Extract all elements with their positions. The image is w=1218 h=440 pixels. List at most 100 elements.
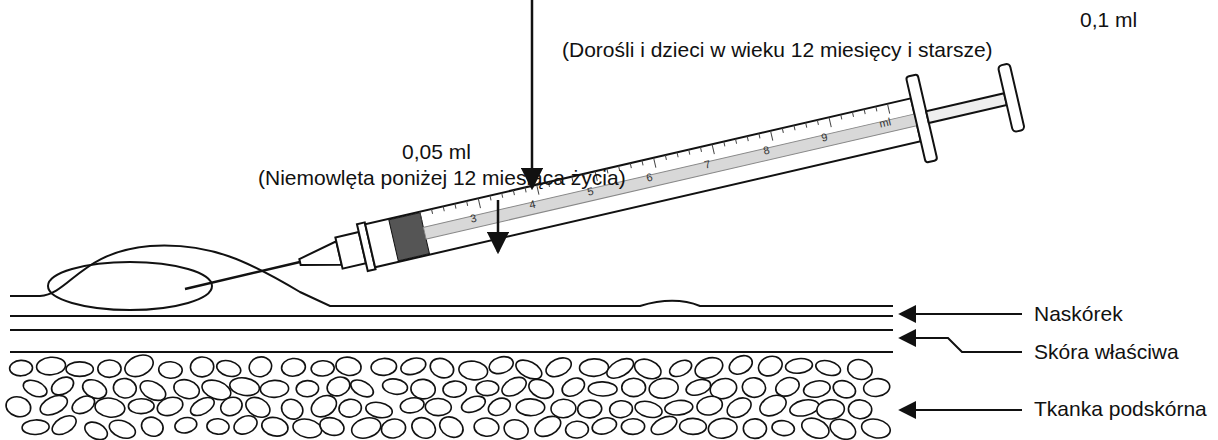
fat-cell [190,356,214,377]
fat-cell [648,413,679,439]
fat-cell [247,354,274,379]
fat-cell [442,380,467,398]
fat-cell [622,378,646,396]
scale-tick [431,209,432,214]
fat-cell [381,377,408,396]
fat-cell [155,394,185,418]
fat-cell [577,399,602,418]
needle [185,262,300,289]
fat-cell [9,360,33,377]
scale-tick [700,147,701,152]
dermis-line [10,329,893,331]
fat-cell [36,356,66,376]
fat-cell [664,399,693,416]
fat-cell [139,414,166,439]
fat-cell [215,358,243,379]
fat-cell [743,419,767,439]
fat-cell [231,412,260,437]
fat-cell [802,379,831,399]
fat-cell [459,393,487,415]
scale-tick [502,193,503,198]
fat-cell [458,359,489,381]
fat-cell [66,362,93,376]
fat-cell [648,377,679,400]
fat-cell [410,378,436,400]
subcutis-boundary [10,351,893,353]
scale-tick [630,163,631,168]
fat-cell [788,397,820,418]
fat-cell [218,394,245,419]
fat-cell [21,377,50,400]
scale-tick [864,109,865,114]
fat-cell [349,415,383,440]
fat-cell [695,394,724,417]
scale-tick [443,206,444,211]
fat-cell [380,417,407,440]
fat-cell [22,419,50,435]
fat-cell [741,376,766,398]
fat-cell [474,417,500,437]
fat-cell [94,396,126,418]
scale-tick [654,158,656,168]
dose-arrow-infant [497,200,500,252]
fat-cell [37,392,70,419]
fat-cell [565,420,589,438]
fat-cell [516,399,545,416]
fat-cell [551,399,576,418]
fat-cell [296,380,319,397]
fat-cell [785,357,813,374]
scale-tick [724,142,725,147]
fat-cell [228,376,260,398]
scale-tick [467,201,468,206]
fat-cell [188,394,218,420]
fat-cell [408,414,439,440]
fat-cell [679,418,706,434]
scale-tick [478,198,480,208]
scale-tick [642,160,643,165]
fat-cell [502,417,530,440]
fat-cell [848,399,873,419]
fat-cell [724,394,755,422]
fat-cell [532,412,564,440]
fat-cell [206,418,229,435]
fat-cell [816,399,845,421]
scale-tick [420,212,422,222]
fat-cell [621,419,645,435]
layer-arrow [900,338,1022,352]
subcutaneous-fat-cells [4,351,892,440]
dose-note: (Niemowlęta poniżej 12 miesiąca życia) [258,166,626,190]
fat-cell [707,417,738,440]
fat-cell [399,355,428,377]
fat-cell [756,353,786,380]
fat-cell [364,400,393,420]
fat-cell [98,360,122,378]
scale-tick [712,144,714,154]
dose-arrow-adult [531,0,534,188]
scale-tick [455,204,456,209]
layer-label: Naskórek [1034,302,1123,326]
scale-tick [794,125,795,130]
fat-cell [48,374,76,399]
fat-cell [311,360,335,377]
layer-arrow [900,313,1022,315]
fat-cell [860,416,892,440]
fat-cell [827,415,859,440]
fat-cell [69,392,97,417]
scale-tick [665,155,666,160]
layer-arrow [900,409,1022,411]
fat-cell [260,380,289,398]
fat-cell [128,398,154,413]
layer-label: Tkanka podskórna [1034,397,1207,421]
fat-cell [633,399,663,420]
fat-cell [318,415,346,438]
fat-cell [112,377,138,400]
scale-tick [677,152,678,157]
layer-label: Skóra właściwa [1034,340,1179,364]
intradermal-bleb [48,262,212,310]
fat-cell [487,354,515,377]
fat-cell [692,354,726,382]
fat-cell [436,413,467,440]
fat-cell [49,412,79,438]
fat-cell [579,358,609,377]
fat-cell [667,357,694,380]
